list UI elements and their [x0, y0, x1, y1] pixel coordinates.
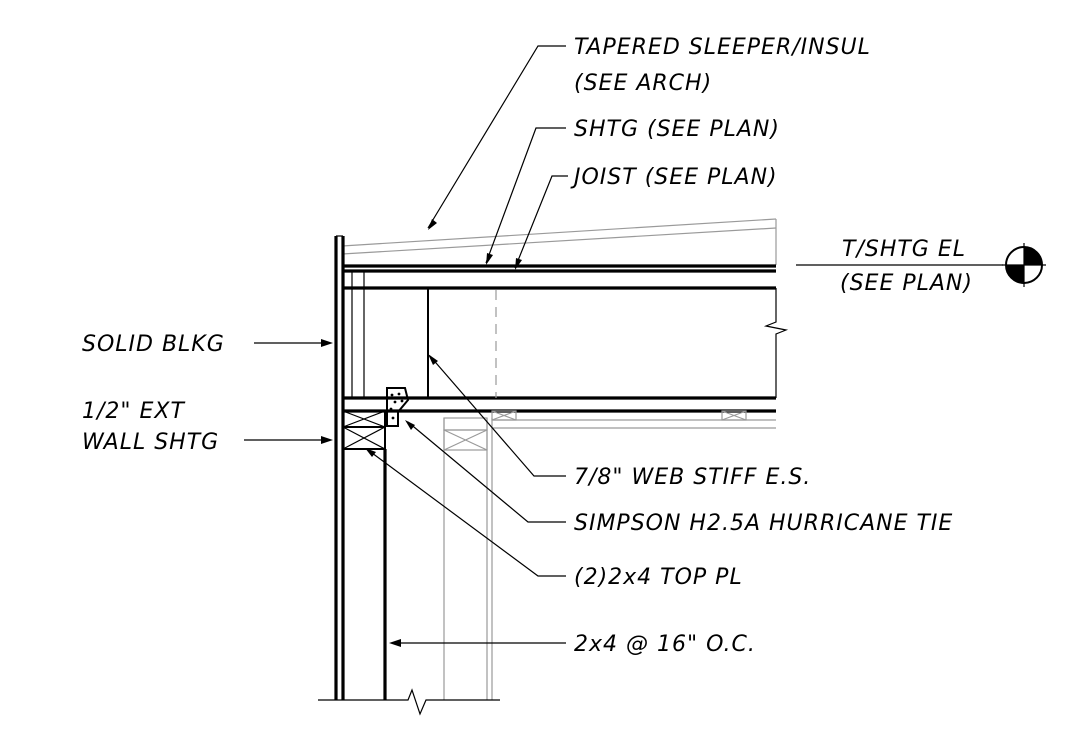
label-hurricane-tie: SIMPSON H2.5A HURRICANE TIE — [574, 511, 953, 536]
joist-break-line-icon — [763, 288, 789, 398]
label-tapered-see-arch: (SEE ARCH) — [574, 71, 712, 96]
solid-blocking — [351, 271, 365, 398]
background-framing — [443, 410, 776, 700]
elevation-target-icon — [796, 243, 1046, 287]
label-wall-shtg-1: 1/2" EXT — [82, 399, 185, 424]
label-shtg: SHTG (SEE PLAN) — [574, 117, 780, 142]
wall-sheathing — [334, 235, 345, 700]
label-elevation: T/SHTG EL — [842, 237, 966, 262]
wall-break-line-icon — [318, 688, 500, 716]
roof-sheathing — [342, 264, 776, 273]
joist — [342, 286, 789, 413]
label-elevation-see-plan: (SEE PLAN) — [840, 271, 973, 296]
leader-lines — [244, 45, 568, 647]
label-solid-blkg: SOLID BLKG — [82, 332, 225, 357]
tapered-sleeper — [341, 218, 777, 265]
label-studs: 2x4 @ 16" O.C. — [574, 632, 756, 657]
label-top-plate: (2)2x4 TOP PL — [574, 565, 743, 590]
label-tapered-sleeper: TAPERED SLEEPER/INSUL — [574, 35, 871, 60]
label-web-stiff: 7/8" WEB STIFF E.S. — [574, 465, 811, 490]
hurricane-tie — [386, 387, 410, 427]
top-plates — [342, 410, 386, 450]
label-wall-shtg-2: WALL SHTG — [82, 430, 219, 455]
label-joist: JOIST (SEE PLAN) — [570, 165, 778, 190]
